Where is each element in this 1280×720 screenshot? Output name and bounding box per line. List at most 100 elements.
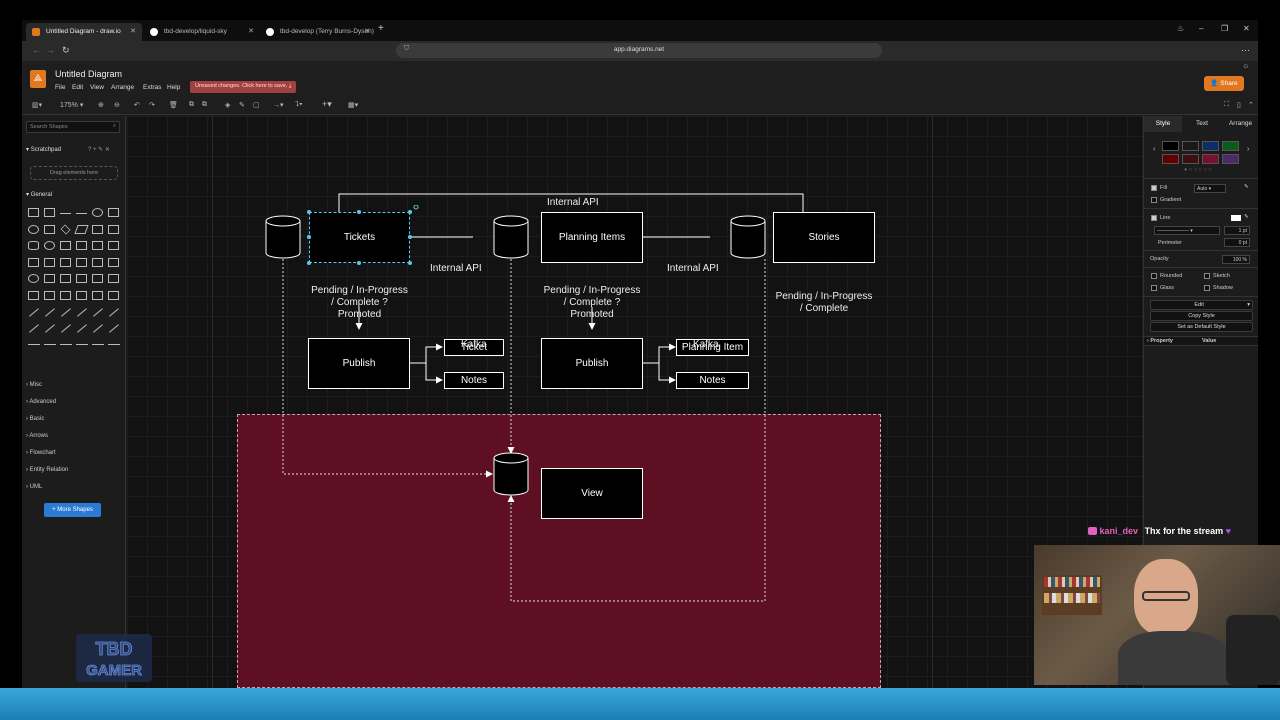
- publish-to-ticket-topic-connector[interactable]: [410, 343, 443, 364]
- category-advanced[interactable]: › Advanced: [26, 399, 57, 405]
- maximize-icon[interactable]: ❐: [1221, 24, 1229, 33]
- to-front-icon[interactable]: ⧉: [189, 101, 194, 108]
- url-field[interactable]: ⛉ app.diagrams.net: [396, 43, 882, 58]
- tab-tbd-develop[interactable]: tbd-develop (Terry Burns-Dyson) ✕: [260, 23, 376, 41]
- view-database-cylinder[interactable]: [493, 452, 529, 496]
- shape-thumbnail[interactable]: [28, 208, 39, 217]
- line-picker-icon[interactable]: ✎: [1244, 214, 1249, 220]
- shape-thumbnail[interactable]: [76, 274, 87, 283]
- unsaved-changes-button[interactable]: Unsaved changes. Click here to save. ⤓: [190, 81, 297, 93]
- shape-thumbnail[interactable]: [74, 224, 89, 234]
- line-color-icon[interactable]: ✎: [239, 102, 245, 109]
- swatch-next-icon[interactable]: ›: [1247, 146, 1250, 153]
- close-window-icon[interactable]: ✕: [1243, 24, 1250, 33]
- fill-picker-icon[interactable]: ✎: [1244, 184, 1249, 190]
- category-uml[interactable]: › UML: [26, 484, 43, 490]
- gradient-checkbox[interactable]: [1151, 197, 1157, 203]
- publish-box-1[interactable]: Publish: [308, 338, 410, 389]
- connector-thumbnail[interactable]: [44, 344, 56, 345]
- kafka-label-1[interactable]: Kafka: [461, 339, 487, 350]
- shape-thumbnail[interactable]: [92, 208, 103, 217]
- stories-box[interactable]: Stories: [773, 212, 875, 263]
- stories-states-label[interactable]: Pending / In-Progress / Complete: [775, 291, 873, 314]
- planning-database-cylinder[interactable]: [493, 215, 529, 259]
- shape-thumbnail[interactable]: [76, 257, 87, 267]
- category-misc[interactable]: › Misc: [26, 382, 43, 388]
- close-tab-icon[interactable]: ✕: [364, 28, 370, 35]
- reload-icon[interactable]: ↻: [62, 45, 70, 55]
- connector-thumbnail[interactable]: [93, 308, 103, 317]
- planning-items-box[interactable]: Planning Items: [541, 212, 643, 263]
- shape-thumbnail[interactable]: [44, 208, 55, 217]
- edit-style-button[interactable]: Edit ▾: [1150, 300, 1253, 310]
- shape-thumbnail[interactable]: [108, 224, 119, 234]
- opacity-input[interactable]: 100 %: [1222, 255, 1250, 264]
- general-header[interactable]: ▾ General: [26, 192, 53, 198]
- connector-thumbnail[interactable]: [109, 324, 119, 333]
- category-basic[interactable]: › Basic: [26, 416, 45, 422]
- tab-text[interactable]: Text: [1196, 120, 1208, 127]
- shape-thumbnail[interactable]: [44, 290, 55, 300]
- shape-thumbnail[interactable]: [108, 290, 119, 300]
- document-title[interactable]: Untitled Diagram: [55, 69, 123, 79]
- shape-thumbnail[interactable]: [28, 274, 39, 283]
- shape-thumbnail[interactable]: [108, 257, 119, 267]
- connector-thumbnail[interactable]: [93, 324, 103, 333]
- forward-icon[interactable]: →: [46, 45, 55, 55]
- shape-thumbnail[interactable]: [60, 290, 71, 300]
- shape-thumbnail[interactable]: [60, 213, 71, 222]
- color-swatch[interactable]: [1162, 141, 1179, 151]
- shape-thumbnail[interactable]: [28, 257, 39, 267]
- line-width-input[interactable]: 1 pt: [1224, 226, 1250, 235]
- minimize-icon[interactable]: –: [1199, 24, 1204, 33]
- line-pattern-select[interactable]: ───────── ▾: [1154, 226, 1220, 235]
- redo-icon[interactable]: ↷: [149, 102, 155, 109]
- stories-database-cylinder[interactable]: [730, 215, 766, 259]
- connector-thumbnail[interactable]: [76, 344, 88, 345]
- zoom-in-icon[interactable]: ⊕: [98, 102, 104, 109]
- connector-thumbnail[interactable]: [60, 344, 72, 345]
- tickets-states-label[interactable]: Pending / In-Progress / Complete ? Promo…: [311, 285, 408, 320]
- flame-icon[interactable]: ♨: [1177, 24, 1185, 33]
- shape-thumbnail[interactable]: [60, 224, 71, 234]
- shape-thumbnail[interactable]: [28, 241, 39, 250]
- line-color-swatch[interactable]: [1231, 215, 1241, 221]
- publish-to-planning-topic-connector[interactable]: [643, 343, 676, 364]
- shape-thumbnail[interactable]: [28, 290, 39, 300]
- connector-thumbnail[interactable]: [109, 308, 119, 317]
- view-box[interactable]: View: [541, 468, 643, 519]
- planning-states-label[interactable]: Pending / In-Progress / Complete ? Promo…: [543, 285, 641, 320]
- shape-thumbnail[interactable]: [92, 257, 103, 267]
- connector-thumbnail[interactable]: [77, 324, 87, 333]
- connector-thumbnail[interactable]: [61, 308, 71, 317]
- zoom-out-icon[interactable]: ⊖: [114, 102, 120, 109]
- diagram-canvas[interactable]: Tickets Planning Items Stories Publish P…: [127, 116, 1142, 688]
- category-entity-relation[interactable]: › Entity Relation: [26, 467, 69, 473]
- copy-style-button[interactable]: Copy Style: [1150, 311, 1253, 321]
- delete-icon[interactable]: 🗑: [169, 102, 178, 109]
- shape-thumbnail[interactable]: [44, 241, 55, 250]
- swatch-prev-icon[interactable]: ‹: [1153, 146, 1156, 153]
- scratchpad-tools[interactable]: ? + ✎ ✕: [88, 147, 110, 153]
- menu-view[interactable]: View: [90, 84, 104, 91]
- shape-thumbnail[interactable]: [108, 274, 119, 283]
- collapse-icon[interactable]: ⌃: [1248, 102, 1254, 109]
- category-arrows[interactable]: › Arrows: [26, 433, 49, 439]
- internal-api-label-1[interactable]: Internal API: [430, 263, 482, 274]
- set-default-style-button[interactable]: Set as Default Style: [1150, 322, 1253, 332]
- swatch-page-dots[interactable]: ● ○ ○ ○ ○ ○: [1184, 167, 1212, 173]
- tab-drawio[interactable]: Untitled Diagram - draw.io ✕: [26, 23, 142, 41]
- new-tab-button[interactable]: +: [378, 23, 384, 34]
- highlight-region[interactable]: [237, 414, 881, 688]
- top-internal-api-label[interactable]: Internal API: [547, 197, 599, 208]
- color-swatch[interactable]: [1182, 154, 1199, 164]
- color-swatch[interactable]: [1182, 141, 1199, 151]
- color-swatch[interactable]: [1222, 154, 1239, 164]
- connector-thumbnail[interactable]: [45, 308, 55, 317]
- publish-to-notes-topic-connector[interactable]: [425, 363, 443, 384]
- shape-thumbnail[interactable]: [92, 290, 103, 300]
- shape-thumbnail[interactable]: [76, 213, 87, 222]
- insert-icon[interactable]: +▾: [322, 99, 332, 109]
- menu-arrange[interactable]: Arrange: [111, 84, 135, 91]
- connector-thumbnail[interactable]: [45, 324, 55, 333]
